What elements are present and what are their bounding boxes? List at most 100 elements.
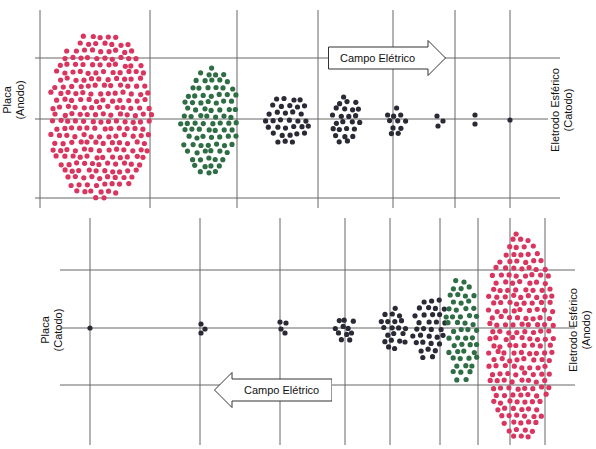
grid-lines: [35, 10, 575, 445]
arrow-shape: [215, 373, 333, 408]
charge-dot: [190, 100, 195, 105]
charge-dot: [126, 98, 131, 103]
charge-dot: [356, 107, 361, 112]
charge-dot: [461, 349, 466, 354]
charge-dot: [277, 319, 282, 324]
charge-dot: [539, 372, 544, 377]
charge-dot: [458, 370, 463, 375]
charge-dot: [507, 244, 512, 249]
charge-dot: [66, 104, 71, 109]
charge-dot: [488, 378, 493, 383]
charge-dot: [207, 72, 212, 77]
charge-dot: [392, 346, 397, 351]
charge-dot: [459, 301, 464, 306]
charge-dot: [93, 140, 98, 145]
charge-dot: [197, 127, 202, 132]
charge-dot: [509, 379, 514, 384]
charge-dot: [105, 161, 110, 166]
charge-dot: [61, 85, 66, 90]
charge-dot: [114, 118, 119, 123]
charge-dot: [502, 406, 507, 411]
charge-dot: [421, 326, 426, 331]
charge-dot: [542, 308, 547, 313]
charge-dot: [491, 287, 496, 292]
charge-dot: [69, 84, 74, 89]
charge-dot: [519, 365, 524, 370]
charge-dot: [549, 350, 554, 355]
charge-dot: [118, 155, 123, 160]
charge-dot: [118, 111, 123, 116]
charge-dot: [118, 43, 123, 48]
charge-dot: [77, 182, 82, 187]
charge-dot: [98, 120, 103, 125]
charge-dot: [402, 339, 407, 344]
charge-dot: [504, 337, 509, 342]
charge-dot: [85, 112, 90, 117]
charge-dot: [390, 125, 395, 130]
charge-dot: [98, 62, 103, 67]
charge-dot: [505, 371, 510, 376]
charge-dot: [531, 258, 536, 263]
charge-dot: [507, 117, 512, 122]
charge-dot: [198, 100, 203, 105]
charge-dots: [48, 34, 556, 440]
charge-dot: [209, 135, 214, 140]
charge-dot: [520, 335, 525, 340]
charge-dot: [98, 91, 103, 96]
charge-dot: [534, 393, 539, 398]
arrow-label: Campo Elétrico: [244, 384, 319, 397]
charge-dot: [396, 325, 401, 330]
charge-dot: [503, 279, 508, 284]
charge-dot: [542, 350, 547, 355]
charge-dot: [93, 83, 98, 88]
charge-dot: [113, 35, 118, 40]
charge-dot: [455, 349, 460, 354]
charge-dot: [474, 342, 479, 347]
charge-dot: [501, 350, 506, 355]
charge-dot: [426, 347, 431, 352]
charge-dot: [74, 188, 79, 193]
charge-dot: [499, 413, 504, 418]
charge-dot: [519, 378, 524, 383]
charge-dot: [444, 314, 449, 319]
charge-dot: [102, 56, 107, 61]
field-arrow: Campo Elétrico: [214, 372, 332, 408]
charge-dot: [514, 274, 519, 279]
charge-dot: [471, 293, 476, 298]
charge-dot: [206, 170, 211, 175]
charge-dot: [410, 333, 415, 338]
charge-dot: [221, 99, 226, 104]
charge-dot: [499, 272, 504, 277]
charge-dot: [497, 259, 502, 264]
charge-dot: [194, 78, 199, 83]
charge-dot: [140, 155, 145, 160]
charge-dot: [337, 101, 342, 106]
charge-dot: [352, 126, 357, 131]
charge-dot: [221, 114, 226, 119]
charge-dot: [113, 190, 118, 195]
charge-dot: [486, 364, 491, 369]
charge-dot: [97, 176, 102, 181]
charge-dot: [275, 125, 280, 130]
charge-dot: [538, 329, 543, 334]
charge-dot: [106, 119, 111, 124]
charge-dot: [89, 105, 94, 110]
charge-dot: [346, 326, 351, 331]
charge-dot: [225, 92, 230, 97]
charge-dot: [64, 62, 69, 67]
charge-dot: [446, 350, 451, 355]
charge-dot: [132, 126, 137, 131]
charge-dot: [486, 350, 491, 355]
charge-dot: [491, 300, 496, 305]
charge-dot: [118, 83, 123, 88]
charge-dot: [471, 306, 476, 311]
charge-dot: [450, 314, 455, 319]
charge-dot: [193, 121, 198, 126]
charge-dot: [213, 157, 218, 162]
charge-dot: [73, 174, 78, 179]
charge-dot: [504, 253, 509, 258]
charge-dot: [514, 427, 519, 432]
charge-dot: [138, 63, 143, 68]
charge-dot: [147, 106, 152, 111]
